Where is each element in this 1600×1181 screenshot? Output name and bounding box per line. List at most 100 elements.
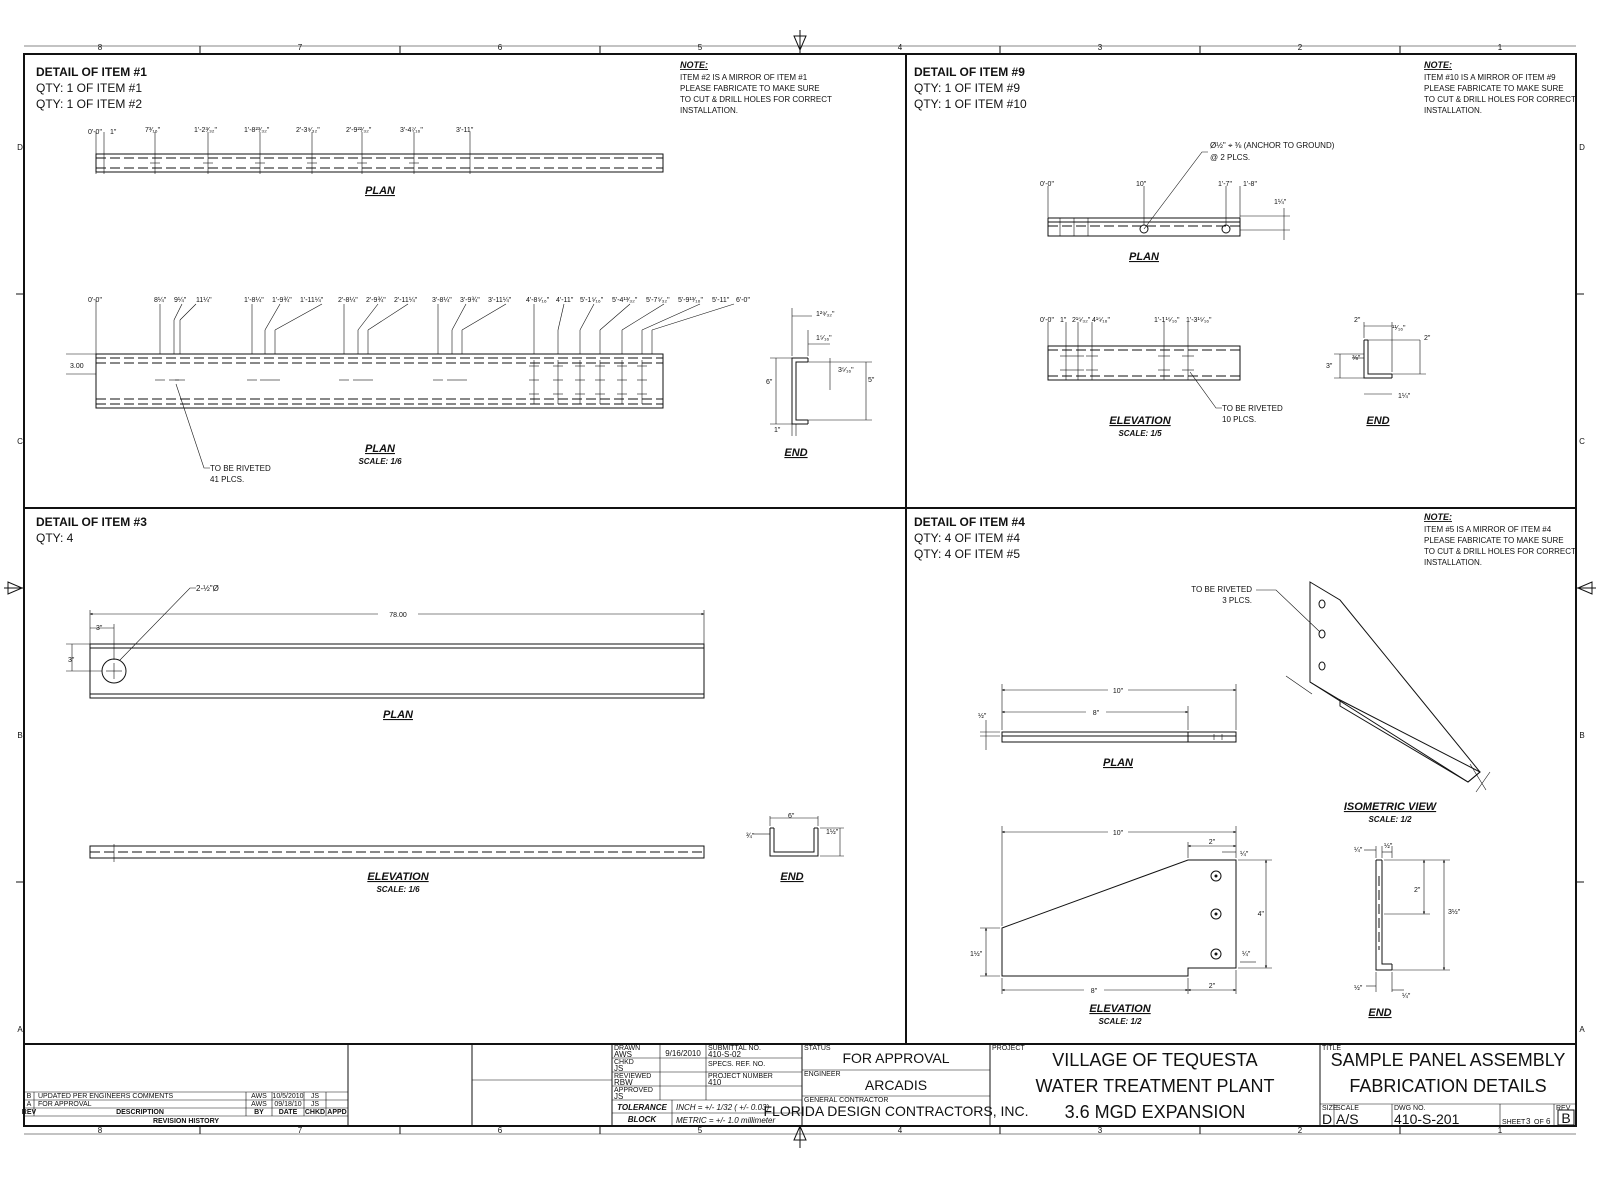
callout-line: 41 PLCS. xyxy=(210,475,244,484)
revision-by: AWS xyxy=(251,1101,267,1108)
dimension-label: 1'-8¼" xyxy=(244,297,264,304)
dimension-label: 3" xyxy=(1326,363,1333,370)
sheet-number: 3 xyxy=(1526,1117,1531,1126)
view-label: PLAN xyxy=(383,709,414,721)
revision-chkd: JS xyxy=(311,1101,320,1108)
column-number: 7 xyxy=(298,43,303,52)
callout-line: 2-½"Ø xyxy=(196,584,219,593)
callout-line: 10 PLCS. xyxy=(1222,415,1256,424)
field-label: SIZE xyxy=(1322,1105,1338,1112)
dimension-label: 6" xyxy=(766,379,773,386)
dimension-label: 1'-7" xyxy=(1218,181,1232,188)
tolerance-label: BLOCK xyxy=(628,1115,658,1124)
qty-line: QTY: 4 OF ITEM #4 xyxy=(914,531,1020,545)
dimension-label: 0'-0" xyxy=(88,297,102,304)
revision-description: UPDATED PER ENGINEERS COMMENTS xyxy=(38,1093,174,1100)
view-label: PLAN xyxy=(365,185,396,197)
item9-plan-view: 0'-0" 10" 1'-7" 1'-8" 1¼" Ø½" ⌖ ⅜ (ANCHO… xyxy=(1040,141,1335,263)
view-label: END xyxy=(780,871,803,883)
field-label: SUBMITTAL NO. xyxy=(708,1045,761,1052)
dimension-label: 2" xyxy=(1209,983,1216,990)
detail-heading: DETAIL OF ITEM #3 xyxy=(36,515,147,529)
drawing-scale: A/S xyxy=(1336,1111,1359,1127)
row-letter: B xyxy=(17,731,22,740)
row-letter: B xyxy=(1579,731,1584,740)
qty-line: QTY: 1 OF ITEM #2 xyxy=(36,97,142,111)
dimension-label: 5'-7⁵⁄₃₂" xyxy=(646,297,670,304)
field-label: STATUS xyxy=(804,1045,831,1052)
field-label: SHEET xyxy=(1502,1119,1526,1126)
column-number: 5 xyxy=(698,43,703,52)
dimension-label: 4" xyxy=(1258,911,1265,918)
item4-plan-view: 10" 8" ½" PLAN xyxy=(978,684,1237,769)
field-label: SPECS. REF. NO. xyxy=(708,1061,765,1068)
dimension-label: 1'-2³⁄₃₂" xyxy=(194,127,218,134)
item9-end-view: 2" ¹¹⁄₁₆" 2" ⅜" 3" 1¼" END xyxy=(1326,317,1431,427)
column-number: 3 xyxy=(1098,43,1103,52)
note-line: ITEM #5 IS A MIRROR OF ITEM #4 xyxy=(1424,525,1552,534)
dimension-label: 0'-0" xyxy=(88,129,102,136)
view-label: ISOMETRIC VIEW xyxy=(1344,801,1438,813)
project-line: WATER TREATMENT PLANT xyxy=(1035,1076,1274,1096)
tolerance-metric: METRIC = +/- 1.0 millimeter xyxy=(676,1116,775,1125)
dimension-label: ½" xyxy=(1384,842,1393,850)
note-title: NOTE: xyxy=(1424,512,1452,522)
field-label: CHKD xyxy=(614,1059,634,1066)
view-label: END xyxy=(784,447,807,459)
drawing-number: 410-S-201 xyxy=(1394,1111,1460,1127)
dimension-label: 3'-8¼" xyxy=(432,297,452,304)
scale-label: SCALE: 1/5 xyxy=(1118,429,1162,438)
revision-header: REV xyxy=(22,1109,37,1116)
item4-end-view: ¼" ½" 2" 3½" ½" ¼" END xyxy=(1354,842,1461,1019)
project-number: 410 xyxy=(708,1078,722,1087)
column-number: 1 xyxy=(1498,43,1503,52)
revision-header: DESCRIPTION xyxy=(116,1109,164,1116)
dimension-label: ¾" xyxy=(746,833,755,840)
sheet-border: 8 7 6 5 4 3 2 1 8 7 6 5 4 3 2 1 D C B A … xyxy=(4,30,1596,1148)
revision-header: DATE xyxy=(279,1109,298,1116)
callout-line: TO BE RIVETED xyxy=(1222,404,1283,413)
dimension-label: 2'-8¼" xyxy=(338,297,358,304)
detail-item-9: DETAIL OF ITEM #9 QTY: 1 OF ITEM #9 QTY:… xyxy=(914,60,1576,438)
revision-rev: B xyxy=(27,1093,32,1100)
field-label: DWG NO. xyxy=(1394,1105,1426,1112)
item1-plan-view-large: 0'-0" 8¼" 9¼" 11¼" 1'-8¼" 1'-9¾" 1'-11¼"… xyxy=(66,297,750,484)
detail-item-3: DETAIL OF ITEM #3 QTY: 4 78.00 3" 3" 2-½… xyxy=(36,515,844,894)
dimension-label: ⅜" xyxy=(1352,355,1361,362)
submittal-number: 410-S-02 xyxy=(708,1050,741,1059)
drawing-title-line: SAMPLE PANEL ASSEMBLY xyxy=(1331,1050,1566,1070)
dimension-label: 1" xyxy=(110,129,117,136)
dimension-label: 1¼" xyxy=(1398,393,1411,400)
dimension-label: ¹¹⁄₁₆" xyxy=(1392,325,1406,332)
dimension-label: 3'-11¼" xyxy=(488,297,512,304)
dimension-label: 8" xyxy=(1091,988,1098,995)
contractor-value: FLORIDA DESIGN CONTRACTORS, INC. xyxy=(764,1103,1029,1119)
qty-line: QTY: 1 OF ITEM #10 xyxy=(914,97,1027,111)
qty-line: QTY: 4 OF ITEM #5 xyxy=(914,547,1020,561)
revision-letter: B xyxy=(1561,1110,1570,1126)
note-line: TO CUT & DRILL HOLES FOR CORRECT xyxy=(680,95,832,104)
drawing-title-line: FABRICATION DETAILS xyxy=(1349,1076,1546,1096)
project-line: VILLAGE OF TEQUESTA xyxy=(1052,1050,1257,1070)
dimension-label: 7³⁄₁₆" xyxy=(145,127,161,134)
field-label: DRAWN xyxy=(614,1045,640,1052)
approved-by: JS xyxy=(614,1092,623,1101)
callout-line: Ø½" ⌖ ⅜ (ANCHOR TO GROUND) xyxy=(1210,141,1335,150)
dimension-label: 5'-1⁵⁄₁₆" xyxy=(580,297,604,304)
qty-line: QTY: 1 OF ITEM #1 xyxy=(36,81,142,95)
field-label: ENGINEER xyxy=(804,1071,841,1078)
dimension-label: 2" xyxy=(1209,839,1216,846)
dimension-label: 2'-11¼" xyxy=(394,297,418,304)
callout-line: 3 PLCS. xyxy=(1222,596,1252,605)
dimension-label: 2" xyxy=(1414,887,1421,894)
row-letter: A xyxy=(1579,1025,1585,1034)
field-label: PROJECT NUMBER xyxy=(708,1073,773,1080)
callout-line: @ 2 PLCS. xyxy=(1210,153,1250,162)
dimension-label: 9¼" xyxy=(174,297,187,304)
view-label: PLAN xyxy=(365,443,396,455)
column-number: 4 xyxy=(898,1126,903,1135)
column-number: 8 xyxy=(98,43,103,52)
dimension-label: 1'-11¼" xyxy=(300,297,324,304)
dimension-label: 0'-0" xyxy=(1040,181,1054,188)
view-label: ELEVATION xyxy=(1089,1003,1151,1015)
